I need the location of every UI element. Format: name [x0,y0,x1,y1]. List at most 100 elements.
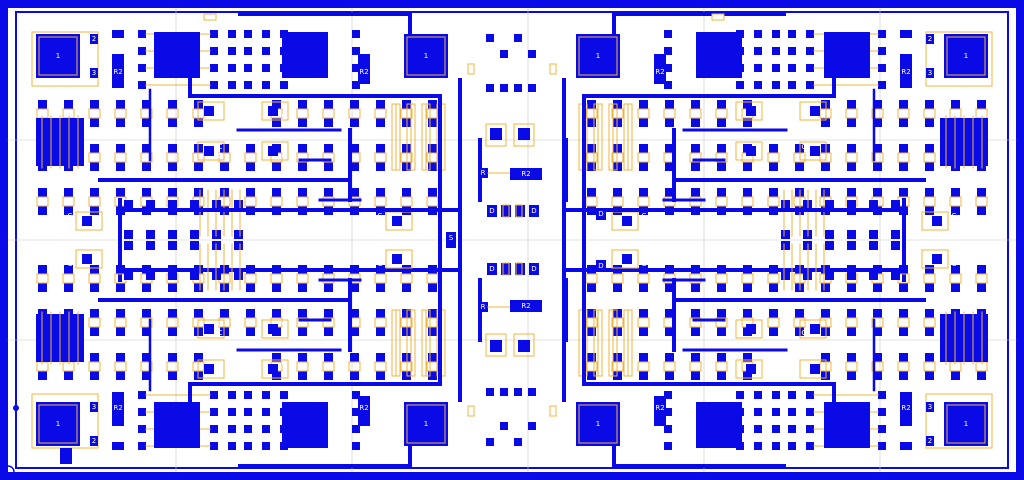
pad-pair-outline [845,317,858,328]
copper-pad [806,425,814,433]
capacitor-outline [261,319,289,339]
pad-2 [926,34,934,44]
capacitor-label: C [802,360,807,368]
smd-pad [298,265,307,274]
pad-label-1: 1 [964,420,968,428]
copper-pad [228,47,236,55]
smd-pad [142,100,151,109]
smd-pad [665,188,674,197]
diode-label: D [489,207,494,215]
copper-pad [262,47,270,55]
smd-pad [691,100,700,109]
copper-pad [146,241,155,250]
pad-pair-outline [270,273,283,284]
smd-pad [665,265,674,274]
smd-pad [272,100,281,109]
copper-pad [228,30,236,38]
regulator-tab-pad [36,34,80,78]
capacitor-body [268,364,278,374]
pad-pair-outline [62,273,75,284]
smd-pad [298,371,307,380]
copper-pad [244,408,252,416]
smd-pad [717,100,726,109]
resistor-label: R2 [113,404,122,412]
smd-pad [873,118,882,127]
smd-pad [899,283,908,292]
silkscreen-outline [485,333,507,357]
resistor-label: R2 [359,404,368,412]
smd-pad [142,188,151,197]
capacitor-body [810,106,820,116]
pad-pair-outline [689,317,702,328]
pad-pair-outline [374,317,387,328]
smd-pad [324,283,333,292]
smd-pad [38,283,47,292]
fuse [711,13,725,21]
smd-pad [90,118,99,127]
pad-label-2: 2 [92,35,96,43]
smd-pad [925,100,934,109]
smd-pad [142,162,151,171]
smd-pad [639,162,648,171]
smd-pad [376,309,385,318]
regulator-tab-pad [404,34,448,78]
silkscreen-outline [921,249,949,269]
copper-pad [788,425,796,433]
copper-pad [878,442,886,450]
copper-pad [244,30,252,38]
resistor-label: R2 [113,68,122,76]
copper-pad [500,50,508,58]
copper-pad [788,408,796,416]
resistor-r2 [654,54,666,84]
copper-pad [190,241,199,250]
pad-pair-outline [637,361,650,372]
ic-chip [696,402,742,448]
smd-pad [587,188,596,197]
smd-pad [220,162,229,171]
copper-pad [486,388,494,396]
diode-pad [487,205,497,217]
resistor-label: R2 [901,68,910,76]
capacitor-label: C [952,260,957,268]
copper-pad [847,200,856,209]
diode-pad [515,205,525,217]
resistor-label: R2 [521,302,530,310]
smd-pad [691,188,700,197]
copper-pad [210,442,218,450]
silkscreen-outline [946,36,986,76]
smd-pad [873,327,882,336]
copper-pad [869,241,878,250]
smd-pad [298,162,307,171]
copper-pad [262,30,270,38]
smd-pad [691,371,700,380]
capacitor-outline [799,141,827,161]
smd-pad [665,100,674,109]
copper-pad [392,216,402,226]
smd-pad [90,206,99,215]
copper-pad [234,230,243,239]
smd-pad [691,353,700,362]
capacitor-label: C [282,152,287,160]
capacitor-label: C [218,360,223,368]
pad-pair-outline [140,317,153,328]
pad-pair-outline [845,361,858,372]
smd-pad [324,118,333,127]
silkscreen-outline [385,249,413,269]
ic-chip [154,32,200,78]
copper-pad [244,81,252,89]
capacitor-label: C [642,250,647,258]
fuse [550,406,556,416]
smd-pad [402,188,411,197]
smd-pad [298,327,307,336]
copper-pad [210,425,218,433]
copper-pad [124,200,133,209]
smd-pad [272,265,281,274]
copper-pad [664,408,672,416]
pad-pair-outline [871,152,884,163]
pad-pair-outline [715,108,728,119]
capacitor-body [810,324,820,334]
smd-pad [350,100,359,109]
pad-pair-outline [374,361,387,372]
pad-pair-outline [88,317,101,328]
